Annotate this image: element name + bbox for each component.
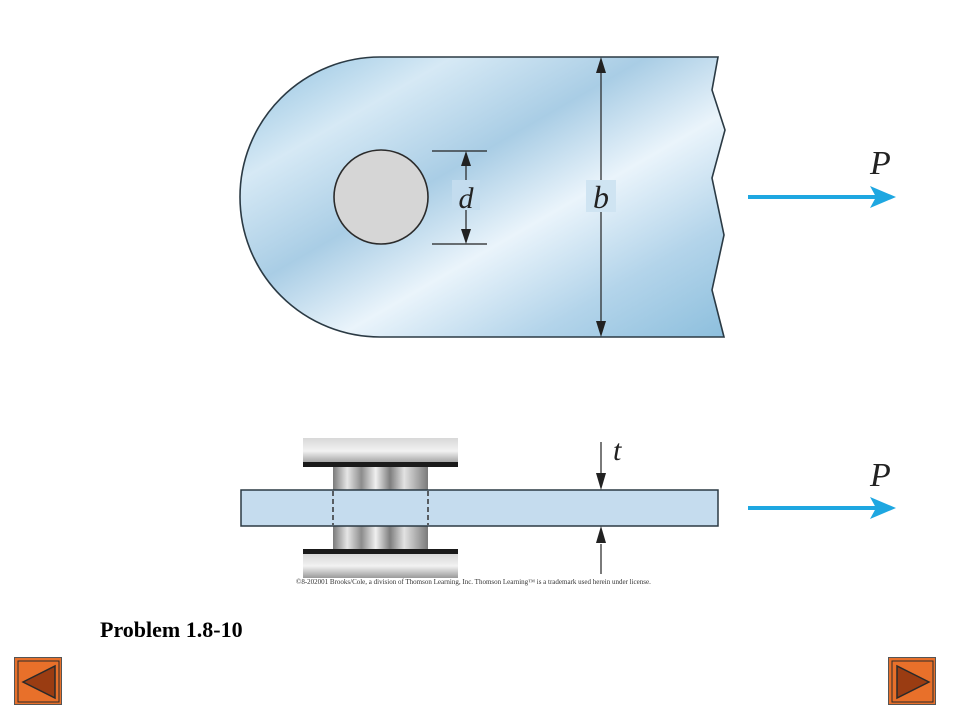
plate-top-view — [239, 56, 726, 338]
next-slide-button[interactable] — [888, 657, 936, 705]
d-label-bg — [452, 180, 480, 210]
pin-lower — [333, 526, 428, 549]
load-arrow-top — [748, 186, 896, 208]
thickness-dimension — [596, 442, 606, 574]
t-label: t — [613, 434, 622, 467]
left-triangle-icon — [17, 660, 60, 703]
problem-title: Problem 1.8-10 — [100, 617, 243, 642]
d-label: d — [459, 182, 475, 215]
pin-hole — [333, 149, 429, 245]
pin-upper — [333, 467, 428, 491]
b-label: b — [593, 179, 609, 215]
clevis-side-view — [303, 438, 458, 578]
load-arrow-side — [748, 497, 896, 519]
load-label-side: P — [869, 457, 891, 494]
copyright-text: ©8-202001 Brooks/Cole, a division of Tho… — [296, 578, 651, 586]
load-label-top: P — [869, 145, 891, 182]
bar-side-view — [240, 489, 719, 527]
right-triangle-icon — [891, 660, 934, 703]
previous-slide-button[interactable] — [14, 657, 62, 705]
b-label-bg — [586, 180, 616, 212]
